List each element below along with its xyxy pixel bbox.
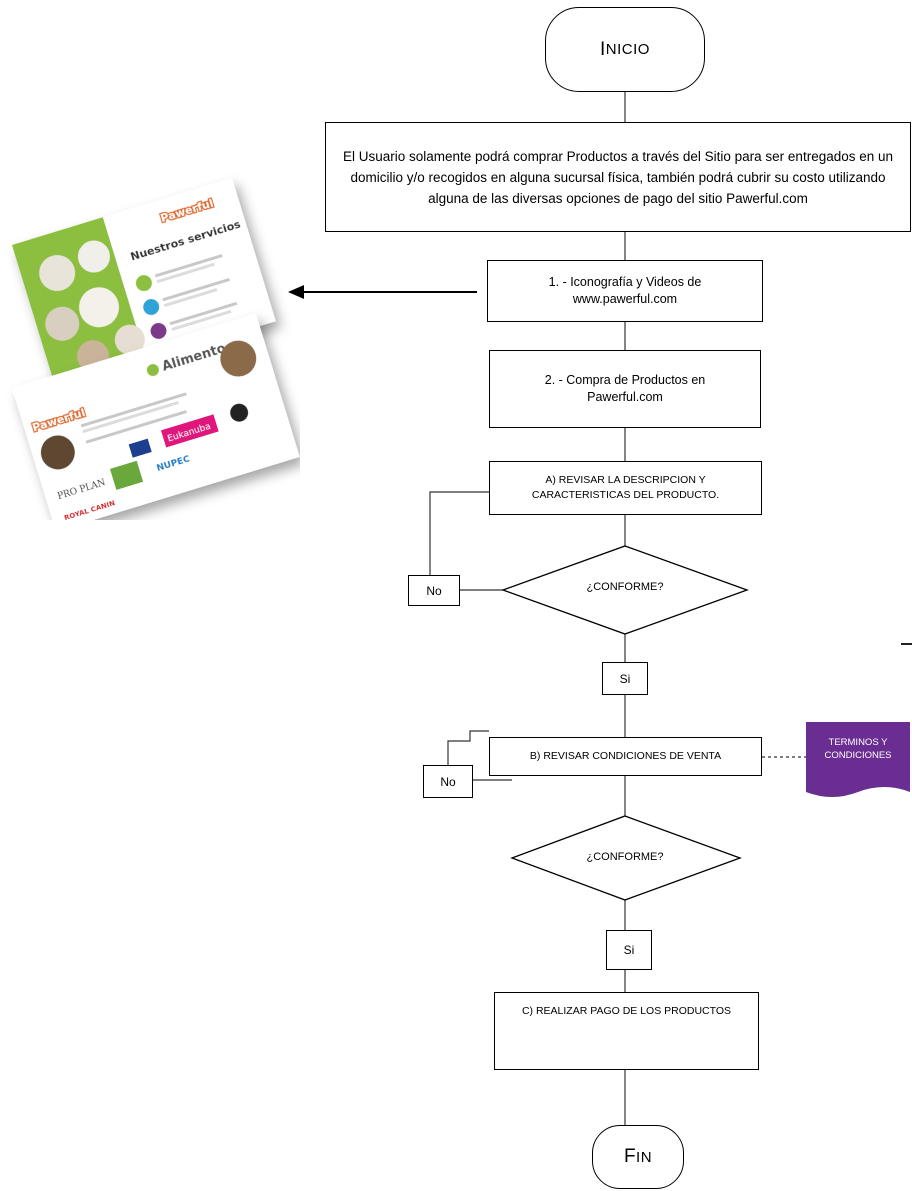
no2-label: No xyxy=(423,765,473,798)
terms-line1: TERMINOS Y xyxy=(828,737,888,748)
connector-no1-stepA xyxy=(429,491,489,575)
si2-text: Si xyxy=(623,943,635,957)
no1-text: No xyxy=(426,583,442,598)
stepA-line1: A) REVISAR LA DESCRIPCION Y xyxy=(545,474,706,486)
step2-box: 2. - Compra de Productos en Pawerful.com xyxy=(489,350,761,428)
step1-line2: www.pawerful.com xyxy=(572,292,678,306)
decision-conforme-2 xyxy=(510,815,742,901)
stepB-box: B) REVISAR CONDICIONES DE VENTA xyxy=(489,737,762,776)
edge-dash-mark xyxy=(901,643,912,645)
terms-document-label: TERMINOS Y CONDICIONES xyxy=(808,736,908,762)
decision-conforme-1 xyxy=(501,545,749,635)
stepA-box: A) REVISAR LA DESCRIPCION Y CARACTERISTI… xyxy=(489,461,762,515)
stepB-text: B) REVISAR CONDICIONES DE VENTA xyxy=(529,750,722,762)
stepA-line2: CARACTERISTICAS DEL PRODUCTO. xyxy=(531,489,720,501)
si1-label: Si xyxy=(602,662,648,695)
stepC-box: C) REALIZAR PAGO DE LOS PRODUCTOS xyxy=(494,992,759,1070)
start-label-rest: NICIO xyxy=(605,41,650,58)
end-label-rest: IN xyxy=(636,1148,653,1166)
decision1-label: ¿CONFORME? xyxy=(586,581,664,593)
website-screens-illustration: Pawerful Nuestros servicios Alimento Paw… xyxy=(12,177,300,520)
end-label-initial: F xyxy=(623,1146,637,1167)
step1-line1: 1. - Iconografía y Videos de xyxy=(548,275,702,289)
si1-text: Si xyxy=(619,671,631,686)
start-label-initial: I xyxy=(600,38,606,60)
arrowhead-screens xyxy=(288,285,304,299)
step1-box: 1. - Iconografía y Videos de www.pawerfu… xyxy=(487,260,763,322)
intro-text: El Usuario solamente podrá comprar Produ… xyxy=(342,148,894,206)
no1-label: No xyxy=(408,575,460,606)
stepC-text: C) REALIZAR PAGO DE LOS PRODUCTOS xyxy=(521,1005,732,1017)
step2-line1: 2. - Compra de Productos en xyxy=(544,373,706,387)
no2-text: No xyxy=(440,774,456,789)
si2-label: Si xyxy=(606,930,652,970)
step2-line2: Pawerful.com xyxy=(587,390,663,404)
card-alimento: Alimento Pawerful Eukanuba PRO PLAN NUPE… xyxy=(12,313,300,520)
intro-process-box: El Usuario solamente podrá comprar Produ… xyxy=(325,122,911,232)
terms-line2: CONDICIONES xyxy=(824,750,892,761)
decision2-label: ¿CONFORME? xyxy=(586,851,664,863)
terms-document-shape xyxy=(806,722,910,797)
connector-no2-stepB xyxy=(447,730,489,765)
